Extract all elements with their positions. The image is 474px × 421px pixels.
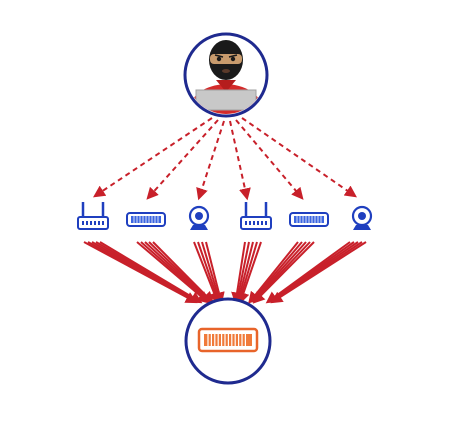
command-arrow: [196, 120, 225, 201]
command-arrow: [146, 119, 219, 200]
router-icon: [77, 202, 109, 230]
device-row: [77, 202, 373, 230]
attack-arrow: [152, 241, 215, 304]
command-arrow: [93, 117, 213, 198]
attacker-node: [183, 32, 269, 118]
webcam-icon: [188, 205, 210, 230]
command-arrow: [229, 120, 251, 201]
attack-arrow: [205, 241, 225, 305]
attack-arrow: [148, 241, 212, 303]
command-arrow: [241, 117, 357, 198]
attack-arrow: [237, 241, 262, 305]
attack-arrow: [252, 241, 315, 304]
command-arrows: [93, 117, 357, 201]
switch-icon: [289, 212, 329, 227]
attack-arrow: [270, 241, 367, 304]
attack-arrow: [140, 241, 210, 303]
server-icon: [197, 327, 259, 353]
target-node: [184, 297, 272, 385]
attack-arrow: [136, 241, 210, 304]
attack-arrow: [99, 241, 203, 304]
attack-arrows: [83, 241, 367, 305]
router-icon: [240, 202, 272, 230]
switch-icon: [126, 212, 166, 227]
attack-arrow: [144, 241, 211, 303]
command-arrow: [235, 119, 304, 200]
attack-arrow: [231, 241, 246, 305]
webcam-icon: [351, 205, 373, 230]
